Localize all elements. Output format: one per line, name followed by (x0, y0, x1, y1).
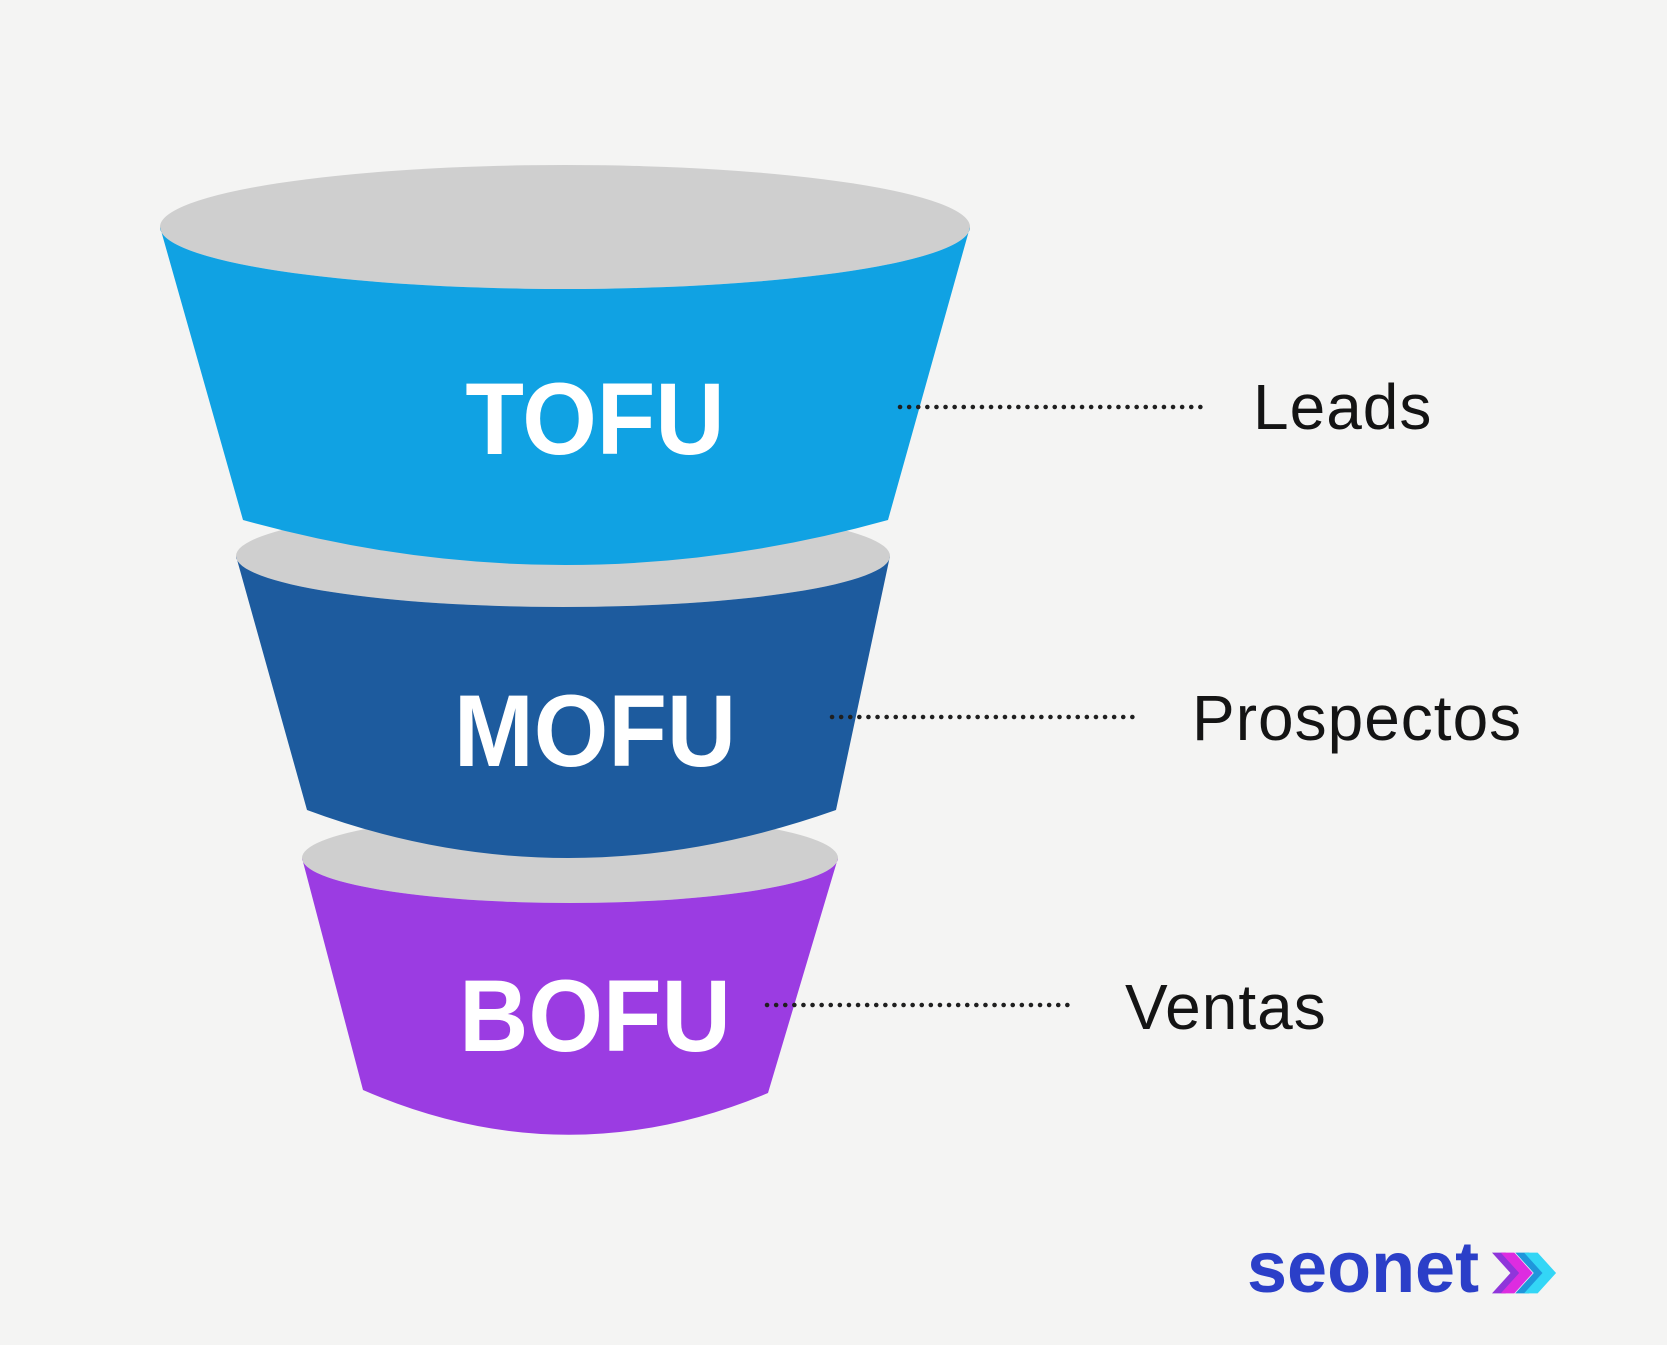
chevron-1-back (1492, 1252, 1525, 1294)
leads-annotation: Leads (1253, 371, 1433, 443)
mofu-tier-shape (236, 556, 890, 858)
chevron-2-back (1515, 1252, 1548, 1294)
tofu-label: TOFU (465, 362, 725, 476)
bofu-tier-shape (302, 858, 838, 1135)
tofu-tier-shape (160, 227, 970, 565)
chevron-1-front (1500, 1252, 1533, 1294)
logo-text: seonet (1247, 1228, 1480, 1308)
chevron-2-front (1524, 1252, 1557, 1294)
bofu-label: BOFU (459, 959, 731, 1073)
prospectos-annotation: Prospectos (1192, 682, 1523, 754)
mofu-label: MOFU (453, 674, 737, 788)
double-chevron-right-icon (1492, 1252, 1557, 1294)
ventas-annotation: Ventas (1125, 971, 1327, 1043)
logo: seonet (1247, 1232, 1558, 1304)
tofu-rim-ellipse (160, 165, 970, 289)
